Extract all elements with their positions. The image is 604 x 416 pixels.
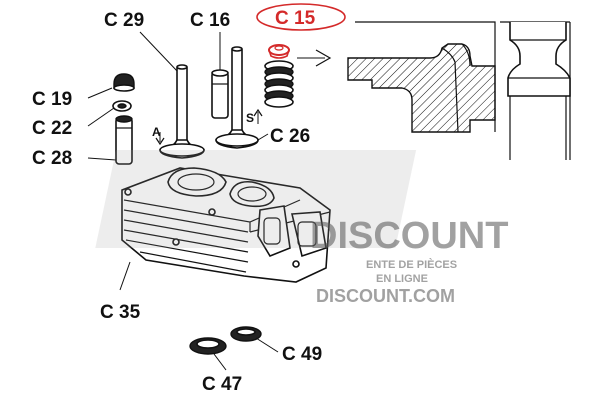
part-c28[interactable]: C 28 [32, 115, 133, 169]
part-c15[interactable]: C 15 [256, 3, 346, 59]
c28-label: C 28 [32, 148, 72, 169]
c29-label: C 29 [104, 10, 144, 31]
c26-label: C 26 [270, 126, 310, 147]
c35-label: C 35 [100, 302, 141, 323]
c22-label: C 22 [32, 118, 72, 139]
watermark-domain: DISCOUNT.COM [316, 286, 455, 306]
part-c35[interactable]: C 35 [100, 167, 331, 323]
c15-label: C 15 [275, 8, 316, 29]
c47-label: C 47 [202, 374, 242, 395]
seal-detail-view [297, 21, 571, 160]
c15-label-oval [256, 3, 346, 31]
marker-a: A [152, 125, 161, 139]
watermark: DISCOUNT ENTE DE PIÈCES EN LIGNE DISCOUN… [95, 150, 508, 306]
part-c19[interactable]: C 19 [32, 73, 135, 110]
part-c47[interactable]: C 47 [189, 337, 242, 395]
part-c16[interactable]: C 16 [190, 10, 230, 119]
watermark-tagline-right2: EN LIGNE [376, 273, 428, 285]
c49-label: C 49 [282, 344, 322, 365]
part-c49[interactable]: C 49 [230, 326, 322, 365]
valve-spring [264, 60, 294, 108]
part-c26[interactable]: S C 26 [215, 46, 310, 149]
marker-s: S [246, 111, 254, 125]
c16-label: C 16 [190, 10, 230, 31]
c19-label: C 19 [32, 89, 72, 110]
part-c29[interactable]: C 29 A [104, 10, 205, 159]
watermark-tagline-right: ENTE DE PIÈCES [366, 258, 457, 271]
watermark-brand: DISCOUNT [310, 215, 508, 257]
part-c22[interactable]: C 22 [32, 100, 132, 139]
